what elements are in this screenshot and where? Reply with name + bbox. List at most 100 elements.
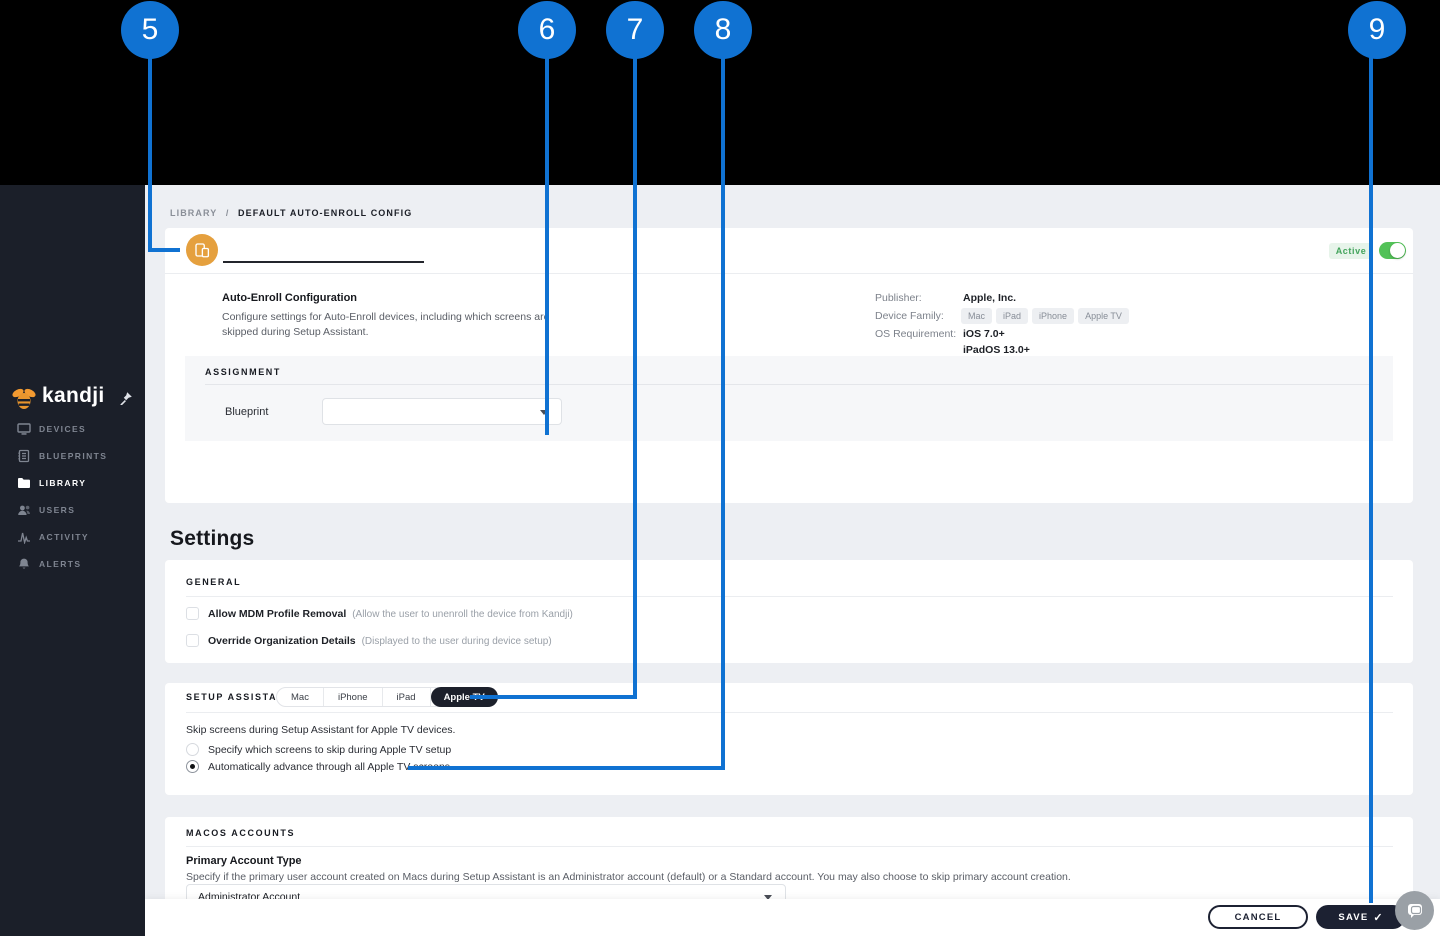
callout-8: 8 (694, 1, 752, 59)
callout-8-number: 8 (714, 13, 732, 46)
callout-5-number: 5 (141, 13, 159, 46)
callout-line-5-vertical (148, 56, 152, 252)
active-toggle[interactable] (1379, 242, 1406, 259)
auto-advance-label: Automatically advance through all Apple … (208, 760, 451, 773)
sidebar-item-label: BLUEPRINTS (39, 450, 108, 461)
callout-line-7-vertical (633, 56, 637, 699)
sidebar-item-label: DEVICES (39, 423, 87, 434)
general-divider (186, 596, 1393, 597)
override-org-checkbox[interactable] (186, 634, 199, 647)
primary-account-type-description: Specify if the primary user account crea… (186, 871, 1071, 883)
setup-assistant-divider (186, 712, 1393, 713)
item-name-input[interactable] (223, 261, 424, 263)
os-requirement-ipados: iPadOS 13.0+ (963, 344, 1030, 356)
sidebar-nav: DEVICES BLUEPRINTS LIBRARY USERS (0, 415, 145, 577)
auto-enroll-app-icon (186, 234, 218, 266)
breadcrumb-library[interactable]: LIBRARY (170, 208, 218, 218)
toggle-knob (1390, 243, 1405, 258)
specify-screens-label: Specify which screens to skip during App… (208, 743, 452, 756)
radio-row-specify: Specify which screens to skip during App… (186, 743, 451, 756)
publisher-label: Publisher: (875, 292, 922, 304)
blueprint-select[interactable] (322, 398, 562, 425)
checkmark-icon: ✓ (1373, 911, 1383, 924)
chevron-down-icon (540, 409, 548, 415)
chat-widget-button[interactable] (1395, 891, 1434, 930)
sidebar-item-label: ACTIVITY (39, 531, 89, 542)
specify-screens-radio[interactable] (186, 743, 199, 756)
save-button[interactable]: SAVE ✓ (1316, 905, 1405, 929)
os-requirement-ios: iOS 7.0+ (963, 328, 1005, 340)
mdm-removal-label: Allow MDM Profile Removal (208, 607, 347, 620)
blueprints-icon (17, 449, 31, 463)
skip-screens-description: Skip screens during Setup Assistant for … (186, 724, 456, 736)
device-family-label: Device Family: (875, 310, 944, 322)
checkbox-row-override-org: Override Organization Details (Displayed… (186, 634, 552, 647)
sidebar-item-users[interactable]: USERS (0, 496, 145, 523)
callout-line-5-horizontal (148, 248, 180, 252)
checkbox-row-mdm-removal: Allow MDM Profile Removal (Allow the use… (186, 607, 573, 620)
kandji-bee-icon (12, 388, 36, 409)
library-item-card: Active Auto-Enroll Configuration Configu… (165, 228, 1413, 503)
setup-assistant-section-label: SETUP ASSISTANT (186, 692, 293, 702)
tab-mac[interactable]: Mac (277, 688, 324, 706)
chat-bubble-icon (1407, 903, 1422, 918)
callout-line-9-vertical (1369, 56, 1373, 903)
callout-5: 5 (121, 1, 179, 59)
pin-icon[interactable] (119, 391, 133, 405)
bell-icon (17, 557, 31, 571)
sidebar: kandji DEVICES BLUEPRINTS (0, 185, 145, 936)
monitor-icon (17, 422, 31, 436)
logo[interactable]: kandji (0, 384, 145, 414)
status-badge: Active (1329, 243, 1373, 259)
callout-9: 9 (1348, 1, 1406, 59)
callout-line-7-horizontal (470, 695, 637, 699)
override-org-hint: (Displayed to the user during device set… (361, 635, 552, 647)
sidebar-item-devices[interactable]: DEVICES (0, 415, 145, 442)
macos-accounts-divider (186, 846, 1393, 847)
assignment-divider (205, 384, 1373, 385)
main-content: LIBRARY / DEFAULT AUTO-ENROLL CONFIG Act… (145, 185, 1440, 936)
mdm-removal-hint: (Allow the user to unenroll the device f… (352, 608, 573, 620)
callout-9-number: 9 (1368, 13, 1386, 46)
breadcrumb: LIBRARY / DEFAULT AUTO-ENROLL CONFIG (170, 208, 412, 218)
mdm-removal-checkbox[interactable] (186, 607, 199, 620)
sidebar-item-blueprints[interactable]: BLUEPRINTS (0, 442, 145, 469)
devices-glyph-icon (195, 243, 210, 258)
callout-line-8-horizontal (408, 766, 725, 770)
action-bar: CANCEL SAVE ✓ (145, 899, 1440, 936)
os-requirement-label: OS Requirement: (875, 328, 957, 340)
sidebar-item-label: ALERTS (39, 558, 82, 569)
publisher-value: Apple, Inc. (963, 292, 1017, 304)
tab-iphone[interactable]: iPhone (324, 688, 383, 706)
sidebar-item-alerts[interactable]: ALERTS (0, 550, 145, 577)
assignment-section: ASSIGNMENT Blueprint (185, 356, 1393, 441)
tab-apple-tv[interactable]: Apple TV (430, 687, 498, 707)
folder-icon (17, 476, 31, 490)
chevron-down-icon (764, 894, 772, 900)
override-org-label: Override Organization Details (208, 634, 356, 647)
sidebar-item-activity[interactable]: ACTIVITY (0, 523, 145, 550)
tab-ipad[interactable]: iPad (383, 688, 431, 706)
callout-7: 7 (606, 1, 664, 59)
callout-6-number: 6 (538, 13, 556, 46)
item-description: Configure settings for Auto-Enroll devic… (222, 311, 550, 338)
cancel-button[interactable]: CANCEL (1208, 905, 1308, 929)
macos-accounts-section-label: MACOS ACCOUNTS (186, 828, 296, 838)
settings-heading: Settings (170, 527, 255, 550)
save-button-label: SAVE (1338, 911, 1369, 923)
logo-text: kandji (42, 384, 105, 407)
header-divider (165, 273, 1413, 274)
blueprint-label: Blueprint (225, 406, 269, 418)
setup-assistant-card: SETUP ASSISTANT Mac iPhone iPad Apple TV… (165, 683, 1413, 795)
sidebar-item-library[interactable]: LIBRARY (0, 469, 145, 496)
device-pill-appletv: Apple TV (1078, 308, 1129, 324)
activity-icon (17, 530, 31, 544)
assignment-section-label: ASSIGNMENT (205, 367, 282, 377)
auto-advance-radio[interactable] (186, 760, 199, 773)
breadcrumb-separator: / (225, 208, 230, 218)
general-section-label: GENERAL (186, 577, 242, 587)
callout-7-number: 7 (626, 13, 644, 46)
checkbox-label: Allow MDM Profile Removal (Allow the use… (208, 608, 573, 620)
